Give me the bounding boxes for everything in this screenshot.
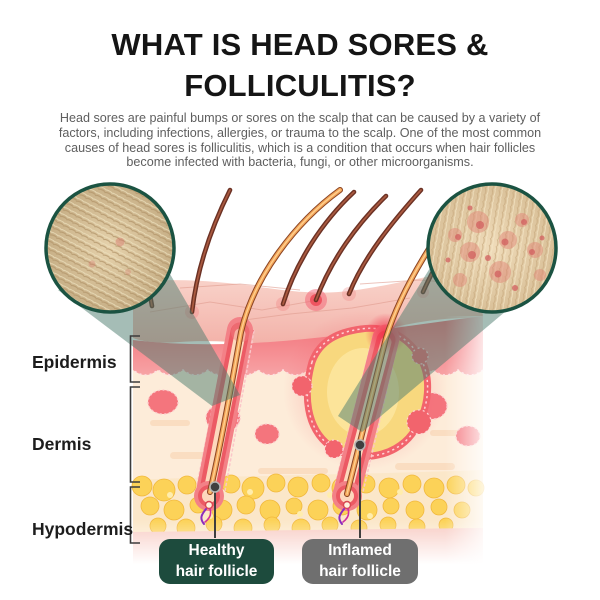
label-epidermis: Epidermis <box>32 352 117 372</box>
right-fade-solid <box>503 316 600 576</box>
inflamed-follicle-vessel <box>338 508 345 525</box>
page-title: WHAT IS HEAD SORES & FOLLICULITIS? <box>111 27 489 103</box>
healthy-hair-shaft <box>207 187 343 495</box>
inset-circle-right <box>426 182 558 314</box>
epidermis-bracket <box>129 335 140 383</box>
intro-paragraph: Head sores are painful bumps or sores on… <box>58 111 542 170</box>
inset-circle-left <box>44 182 176 314</box>
hypodermis-bracket <box>129 486 140 544</box>
label-dermis: Dermis <box>32 434 92 454</box>
label-hypodermis: Hypodermis <box>32 519 134 539</box>
inflamed-follicle-callout: Inflamed hair follicle <box>302 539 418 584</box>
callout-pointers <box>209 439 366 538</box>
inflamed-papilla <box>342 500 352 510</box>
skin-diagram-illustration <box>44 182 600 600</box>
callout-dot-inflamed <box>354 439 366 451</box>
right-fade <box>445 316 505 576</box>
fat-highlights <box>167 489 403 519</box>
healthy-follicle-vessel <box>200 508 207 525</box>
callout-dot-healthy <box>209 481 221 493</box>
dermis-bracket <box>129 386 140 483</box>
healthy-papilla <box>204 500 214 510</box>
healthy-follicle-callout: Healthy hair follicle <box>159 539 274 584</box>
layer-brackets <box>129 335 140 544</box>
